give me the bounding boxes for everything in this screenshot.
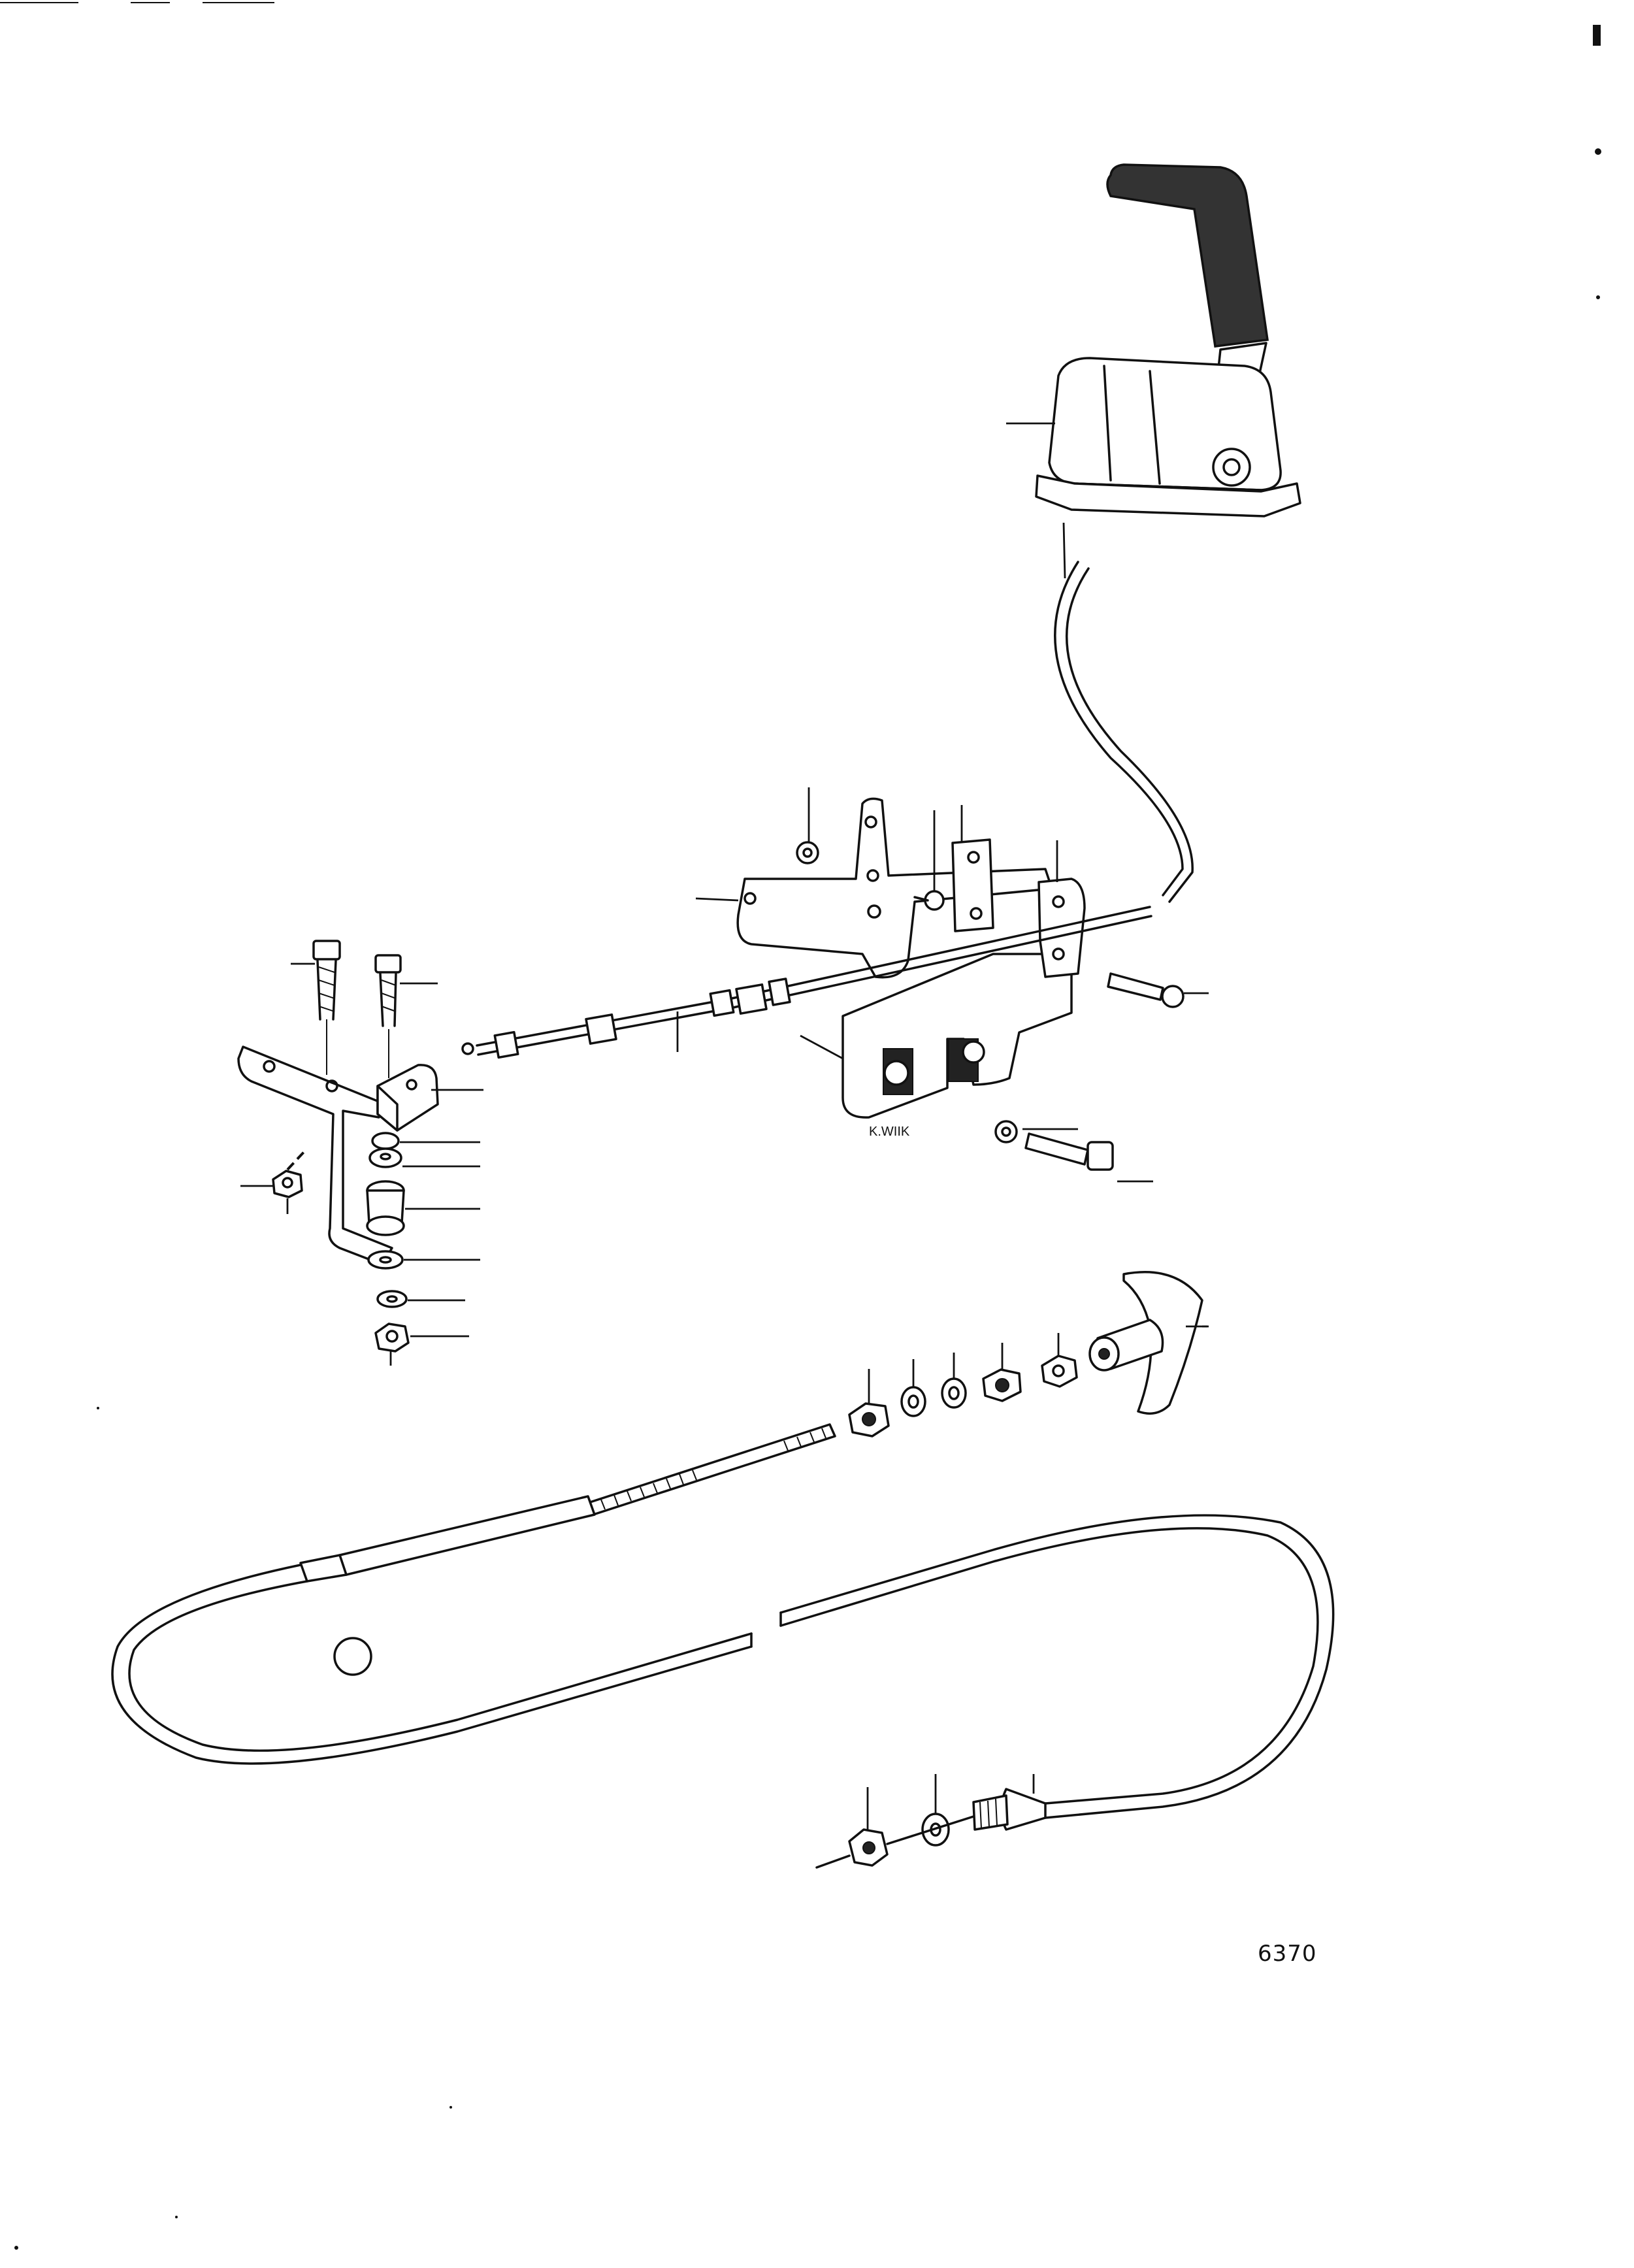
reference-hole bbox=[333, 1637, 372, 1676]
figure-number: 6370 bbox=[1258, 1941, 1317, 1967]
edge-dot bbox=[1595, 148, 1601, 155]
cable-clamp bbox=[1038, 878, 1086, 978]
washer bbox=[367, 1250, 404, 1270]
screw bbox=[1107, 972, 1164, 1001]
small-nut bbox=[796, 841, 819, 864]
bolt-head bbox=[374, 954, 402, 974]
scan-edge-marks bbox=[0, 2, 1601, 299]
lever-grip bbox=[1106, 163, 1269, 348]
push-pull-rod bbox=[461, 906, 1152, 1059]
washer bbox=[371, 1132, 400, 1150]
washer bbox=[376, 1290, 408, 1308]
edge-mark bbox=[1593, 25, 1601, 46]
cable-end-fittings bbox=[848, 1271, 1209, 1438]
upper-control-cable bbox=[1054, 561, 1194, 903]
hex-nut bbox=[1041, 1355, 1078, 1388]
washer bbox=[368, 1147, 402, 1168]
lock-washer bbox=[900, 1386, 926, 1417]
edge-dot bbox=[1596, 295, 1600, 299]
bracket-marking: K.WIIK bbox=[869, 1125, 910, 1139]
control-housing-base bbox=[1035, 474, 1301, 518]
washer bbox=[994, 1120, 1018, 1143]
bolt bbox=[1024, 1132, 1089, 1166]
hex-nut bbox=[374, 1323, 410, 1353]
threaded-end bbox=[972, 1794, 1009, 1831]
left-bracket bbox=[237, 1045, 393, 1266]
lock-washer bbox=[941, 1377, 967, 1409]
cable-sleeve bbox=[338, 1495, 596, 1576]
clamp-plate bbox=[951, 838, 994, 932]
control-lever-unit bbox=[1006, 163, 1301, 579]
bracket-plate-upper bbox=[736, 797, 1053, 979]
hex-nut bbox=[272, 1170, 303, 1198]
lower-control-cable bbox=[111, 1423, 1335, 1869]
bolt-head bbox=[312, 940, 341, 961]
scan-specks bbox=[14, 1407, 452, 2250]
mounting-bracket-right: K.WIIK bbox=[695, 787, 1209, 1183]
mounting-bracket-left bbox=[237, 940, 483, 1366]
bracket-plate-lower bbox=[842, 953, 1073, 1119]
